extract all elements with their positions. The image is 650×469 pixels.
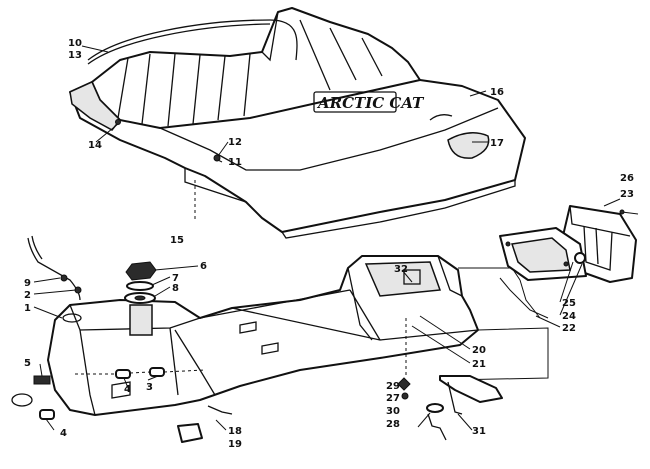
- callout-20: 20: [472, 345, 486, 356]
- callout-31: 31: [472, 426, 486, 437]
- callout-23: 23: [620, 189, 634, 200]
- callout-32: 32: [394, 264, 408, 275]
- callout-2: 2: [24, 290, 31, 301]
- callout-3: 3: [146, 382, 153, 393]
- callout-22: 22: [562, 323, 576, 334]
- hose-fitting: [11, 375, 55, 420]
- callout-25: 25: [562, 298, 576, 309]
- callout-9: 9: [24, 278, 31, 289]
- seat-strap: [87, 19, 298, 61]
- callout-16: 16: [490, 87, 504, 98]
- callout-7: 7: [172, 273, 179, 284]
- callout-14: 14: [88, 140, 102, 151]
- leader-lines: [33, 45, 621, 431]
- bulb-socket: [574, 252, 586, 264]
- brand-text: ARCTIC CAT: [316, 94, 425, 112]
- tank-assembly: [11, 235, 549, 443]
- fuel-line: [27, 237, 81, 301]
- callout-10: 10: [68, 38, 82, 49]
- bracket: [439, 375, 503, 415]
- strap-screw: [115, 119, 121, 125]
- callout-30: 30: [386, 406, 400, 417]
- callout-26: 26: [620, 173, 634, 184]
- callout-4-sender: 4: [124, 384, 131, 395]
- callout-4-hose: 4: [60, 428, 67, 439]
- callout-28: 28: [386, 419, 400, 430]
- seat-cushion: [91, 7, 421, 129]
- callout-18: 18: [228, 426, 242, 437]
- wire-harness: [458, 267, 521, 281]
- callout-24: 24: [562, 311, 576, 322]
- fuel-cap: [124, 261, 157, 304]
- callout-5: 5: [24, 358, 31, 369]
- callouts: 10 13 14 12 11 15 16 17 6 7 8 9 2 1 5 4 …: [24, 38, 634, 450]
- storage-hatch: [364, 261, 442, 297]
- callout-8: 8: [172, 283, 179, 294]
- callout-6: 6: [200, 261, 207, 272]
- taillight-recess: [447, 132, 490, 159]
- callout-17: 17: [490, 138, 504, 149]
- small-hardware: [397, 377, 447, 441]
- seat-fastener: [213, 154, 221, 162]
- seat-assembly: ARCTIC CAT: [69, 7, 526, 239]
- callout-12: 12: [228, 137, 242, 148]
- brand-badge: [313, 91, 397, 113]
- callout-29: 29: [386, 381, 400, 392]
- callout-21: 21: [472, 359, 486, 370]
- callout-27: 27: [386, 393, 400, 404]
- callout-13: 13: [68, 50, 82, 61]
- callout-19: 19: [228, 439, 242, 450]
- taillight-assembly: [499, 205, 639, 319]
- tank-clip: [177, 423, 203, 443]
- callout-15: 15: [170, 235, 184, 246]
- callout-11: 11: [228, 157, 242, 168]
- fuel-neck: [129, 304, 153, 336]
- callout-1: 1: [24, 303, 31, 314]
